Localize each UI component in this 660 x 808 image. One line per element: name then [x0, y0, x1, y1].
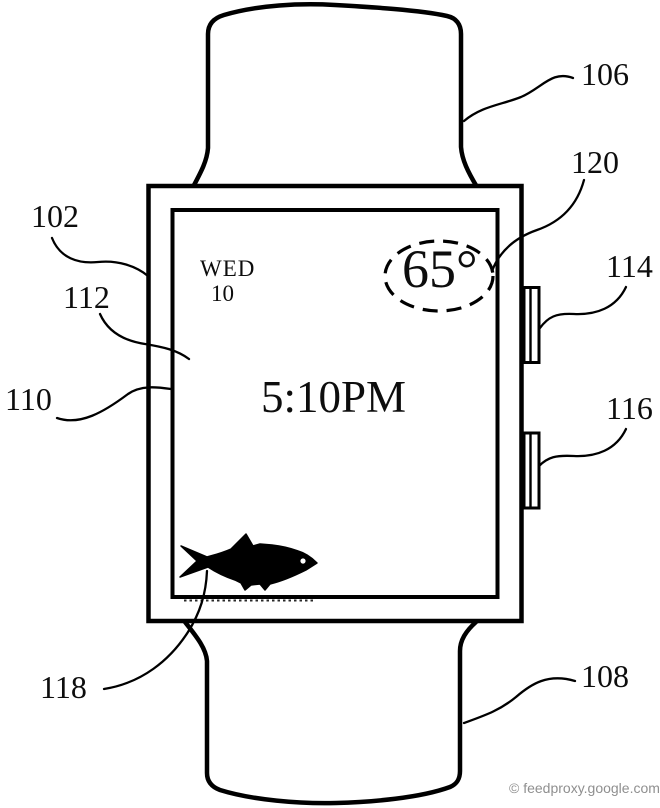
leader-118 [102, 569, 209, 691]
lower-side-button [522, 431, 541, 510]
fish-icon [179, 533, 318, 591]
leader-102 [50, 236, 150, 278]
day-label: WED [200, 256, 256, 281]
watermark: © feedproxy.google.com [509, 780, 660, 796]
ref-label-device: 102 [31, 198, 79, 234]
top-watch-band [190, 2, 480, 190]
fish-eye [300, 558, 306, 564]
ref-label-lower-button: 116 [606, 390, 653, 426]
leader-106 [462, 74, 575, 123]
display-outline [170, 208, 500, 599]
leader-110 [55, 386, 173, 422]
bottom-watch-band [182, 619, 479, 806]
ref-label-display: 112 [63, 279, 110, 315]
upper-side-button [522, 286, 541, 364]
temperature-callout-ellipse [383, 239, 495, 313]
ref-label-upper-button: 114 [606, 248, 653, 284]
ref-label-temperature: 120 [571, 144, 619, 180]
temperature-display: 65° [402, 239, 478, 299]
time-display: 5:10PM [261, 372, 407, 422]
ref-label-bottom-band: 108 [581, 658, 629, 694]
ref-label-case: 110 [5, 381, 52, 417]
leader-108 [462, 677, 577, 725]
ref-label-top-band: 106 [581, 56, 629, 92]
date-label: 10 [211, 281, 234, 306]
leader-114 [538, 285, 628, 330]
leader-112 [98, 312, 191, 361]
ref-label-fish: 118 [40, 669, 87, 705]
leader-120 [490, 178, 586, 273]
leader-116 [537, 427, 628, 468]
